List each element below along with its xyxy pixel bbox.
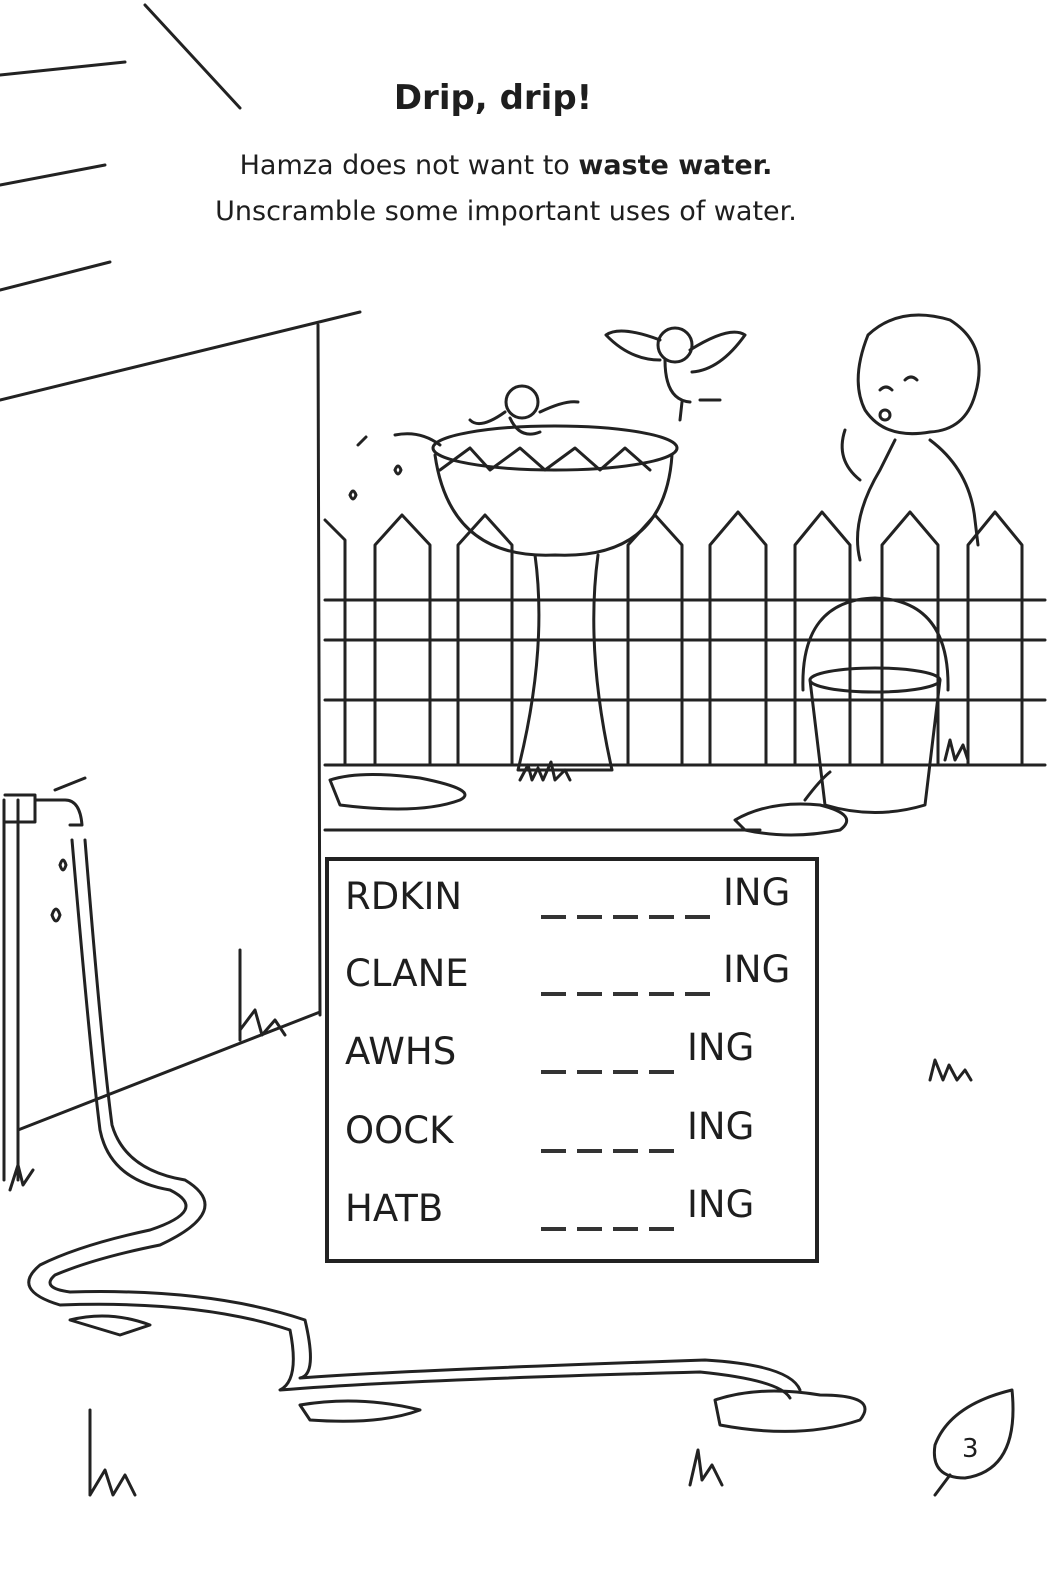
grass-tufts (8, 738, 973, 1497)
letter-blank[interactable] (649, 915, 674, 919)
bucket (733, 596, 950, 837)
letter-blank[interactable] (685, 915, 710, 919)
answer-blanks[interactable] (541, 1227, 674, 1231)
house-wall (0, 310, 362, 1182)
answer-blanks[interactable] (541, 915, 710, 919)
letter-blank[interactable] (613, 1149, 638, 1153)
letter-blank[interactable] (541, 1149, 566, 1153)
birds (468, 326, 747, 436)
letter-blank[interactable] (613, 1070, 638, 1074)
letter-blank[interactable] (685, 992, 710, 996)
word-suffix: ING (687, 1105, 755, 1148)
word-suffix: ING (687, 1026, 755, 1069)
letter-blank[interactable] (649, 1227, 674, 1231)
bird-bath (328, 424, 679, 811)
scrambled-word: OOCK (345, 1109, 454, 1152)
word-suffix: ING (723, 871, 791, 914)
page-number: 3 (962, 1434, 979, 1464)
letter-blank[interactable] (577, 1070, 602, 1074)
letter-blank[interactable] (649, 1149, 674, 1153)
instruction-line-2: Unscramble some important uses of water. (215, 196, 797, 227)
tap-and-hose (3, 776, 867, 1433)
word-suffix: ING (687, 1183, 755, 1226)
instruction-line-1: Hamza does not want to waste water. (0, 150, 1012, 181)
letter-blank[interactable] (613, 915, 638, 919)
page-title: Drip, drip! (393, 78, 593, 118)
leaf-page-badge (932, 1388, 1015, 1497)
letter-blank[interactable] (577, 915, 602, 919)
letter-blank[interactable] (649, 992, 674, 996)
answer-blanks[interactable] (541, 1149, 674, 1153)
letter-blank[interactable] (541, 1070, 566, 1074)
instruction-emphasis: waste water. (578, 150, 773, 181)
unscramble-puzzle-box: RDKIN ING CLANE ING AWHS ING OOCK ING HATB ING (325, 857, 819, 1263)
answer-blanks[interactable] (541, 992, 710, 996)
scrambled-word: CLANE (345, 952, 469, 995)
letter-blank[interactable] (541, 992, 566, 996)
scrambled-word: AWHS (345, 1030, 457, 1073)
scrambled-word: RDKIN (345, 875, 463, 918)
fence (323, 510, 1047, 832)
letter-blank[interactable] (613, 992, 638, 996)
boy (840, 313, 981, 562)
answer-blanks[interactable] (541, 1070, 674, 1074)
letter-blank[interactable] (541, 1227, 566, 1231)
roof-lines (0, 3, 242, 292)
letter-blank[interactable] (577, 1227, 602, 1231)
letter-blank[interactable] (577, 992, 602, 996)
letter-blank[interactable] (577, 1149, 602, 1153)
letter-blank[interactable] (649, 1070, 674, 1074)
word-suffix: ING (723, 948, 791, 991)
instruction-text: Hamza does not want to (239, 150, 579, 181)
letter-blank[interactable] (541, 915, 566, 919)
letter-blank[interactable] (613, 1227, 638, 1231)
scrambled-word: HATB (345, 1187, 444, 1230)
